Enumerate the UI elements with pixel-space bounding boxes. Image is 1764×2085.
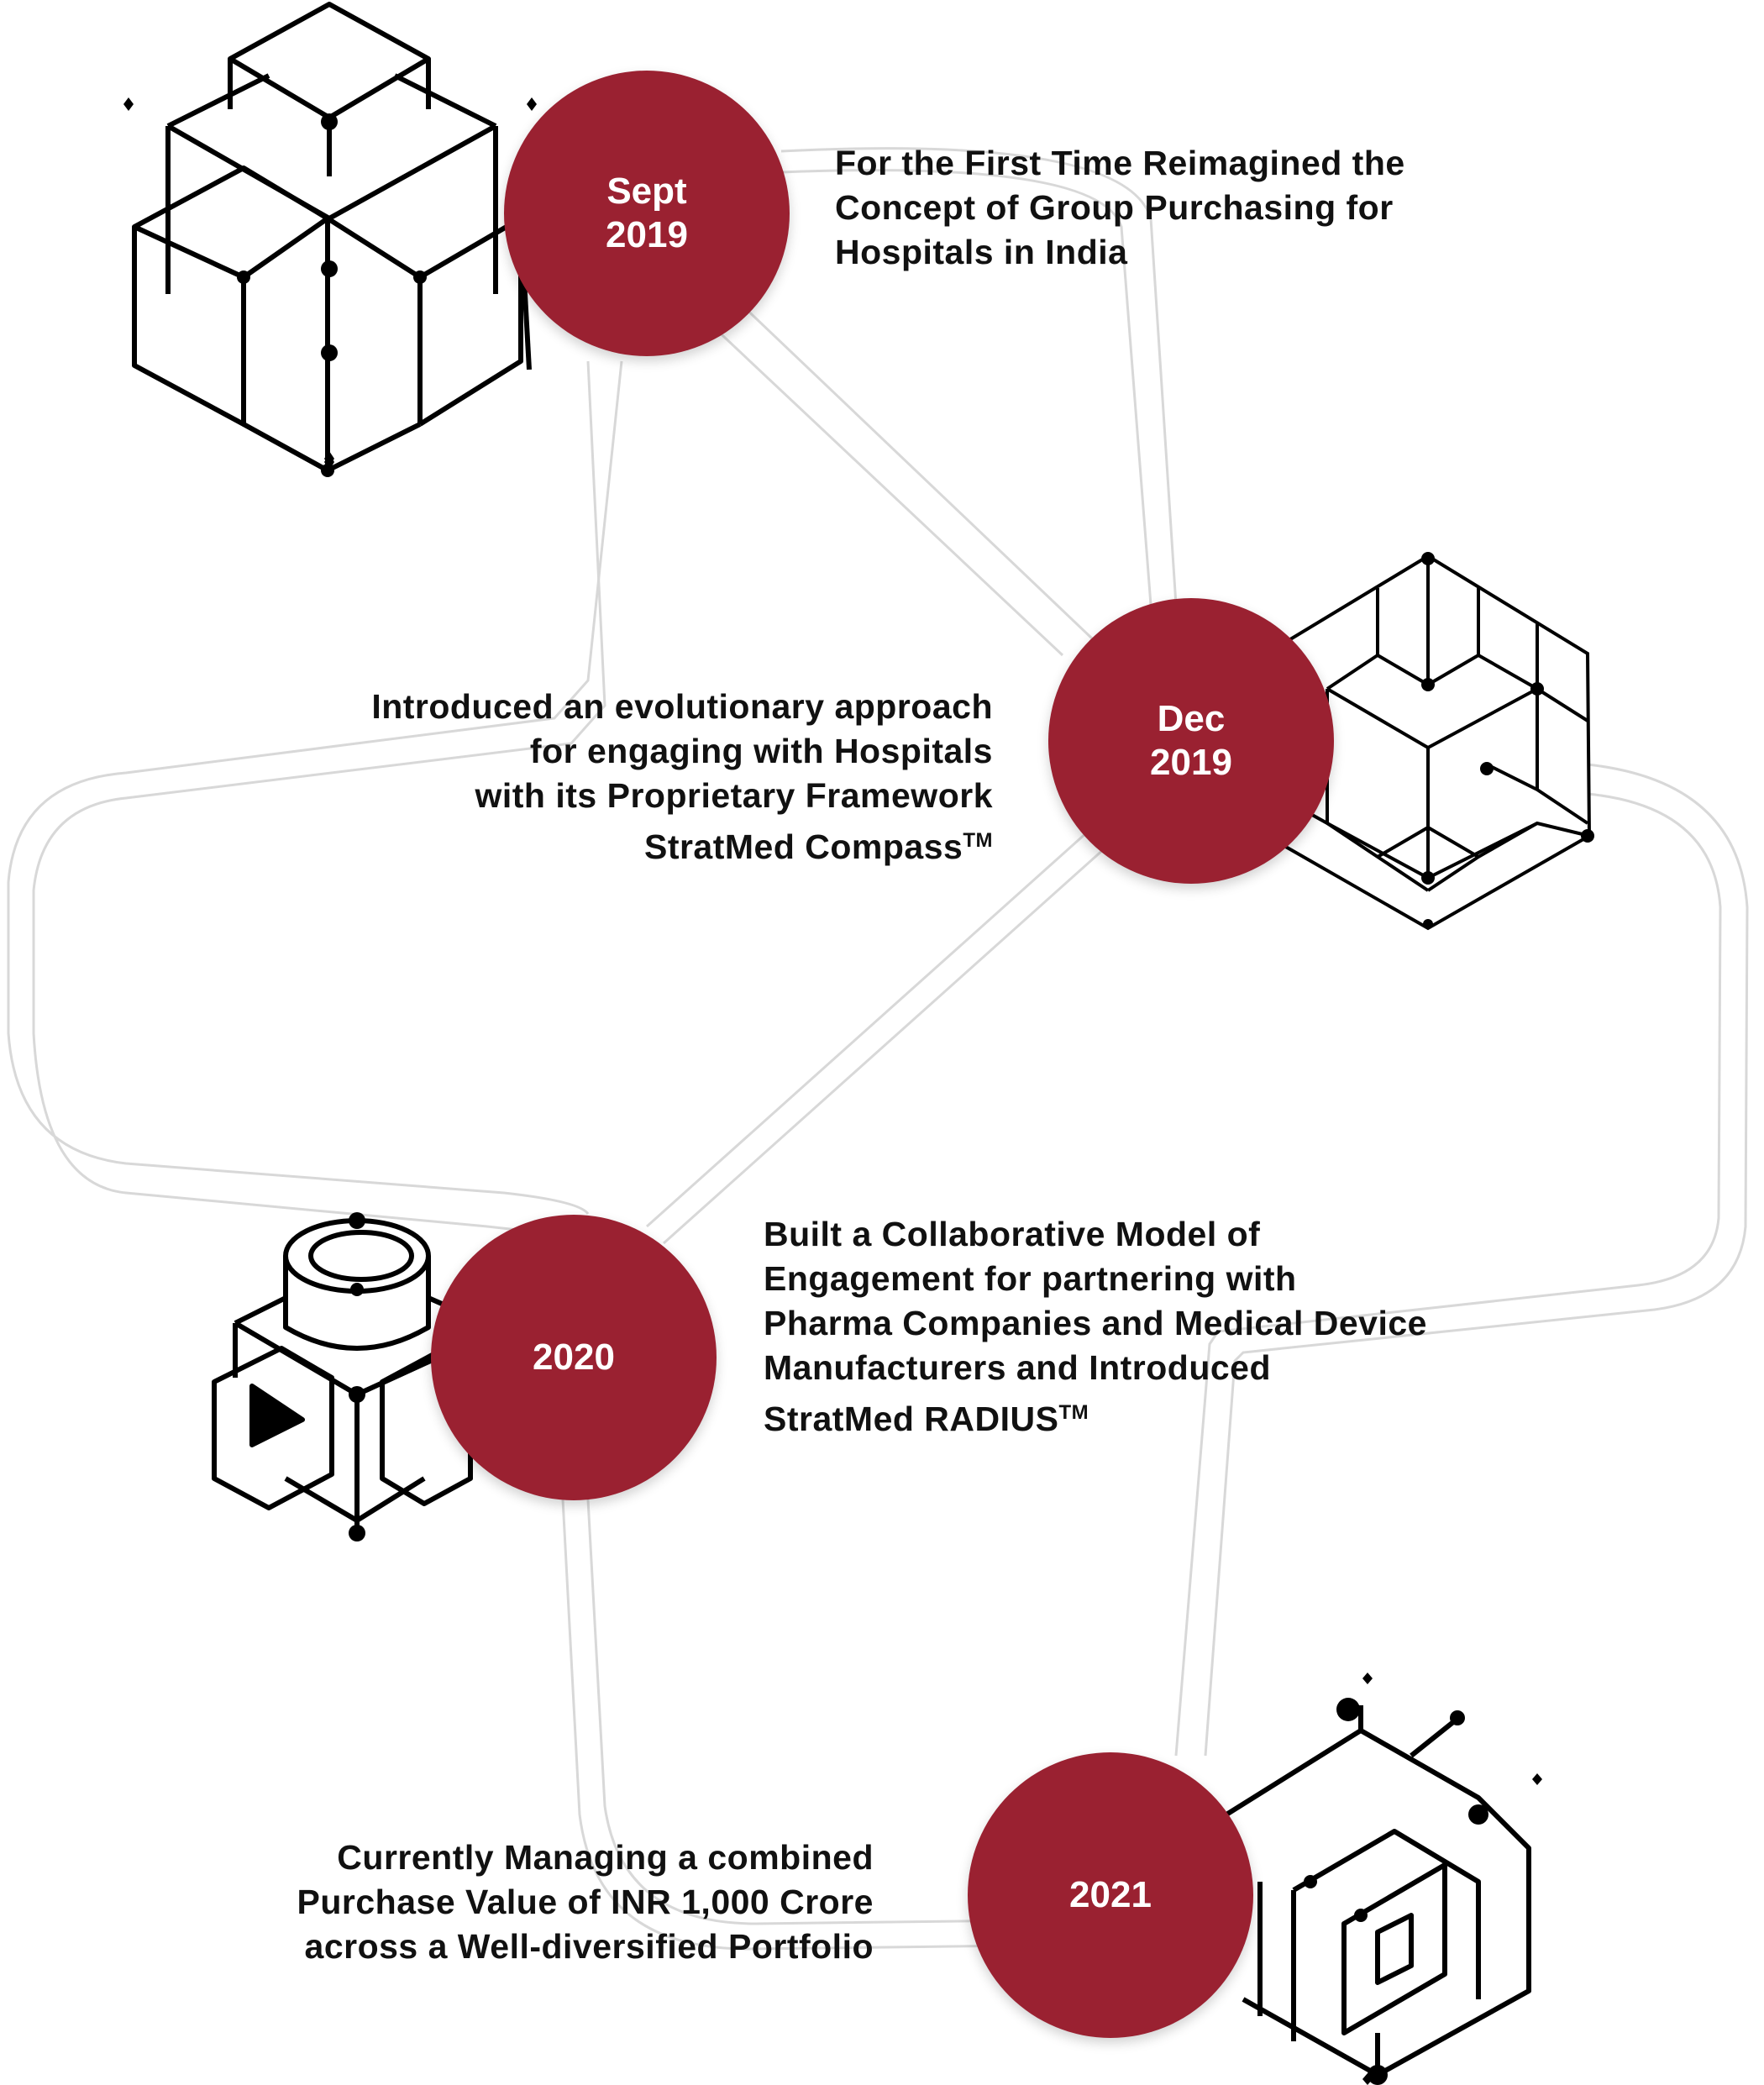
date-year: 2019 (1150, 742, 1232, 783)
milestone-date-badge-dec-2019: Dec 2019 (1048, 598, 1334, 884)
milestone-date-badge-2021: 2021 (968, 1752, 1253, 2038)
date-month: Dec (1157, 698, 1226, 739)
product-name: StratMed Compass (643, 827, 963, 866)
description-line: Hospitals in India (835, 233, 1128, 271)
description-line: across a Well-diversified Portfolio (304, 1927, 874, 1966)
product-name: StratMed RADIUS (764, 1400, 1059, 1438)
milestone-date-badge-sept-2019: Sept 2019 (504, 71, 790, 356)
connector-paths (7, 147, 1749, 1951)
milestone-description-2021: Currently Managing a combined Purchase V… (297, 1836, 874, 1969)
trademark-mark: TM (963, 829, 993, 852)
description-line: with its Proprietary Framework (475, 776, 993, 815)
date-year: 2019 (606, 214, 688, 255)
maze-cube-dots (1304, 1673, 1542, 2085)
description-line: Built a Collaborative Model of (764, 1215, 1261, 1253)
description-line: Pharma Companies and Medical Device (764, 1304, 1427, 1342)
description-line: Purchase Value of INR 1,000 Crore (297, 1883, 874, 1921)
description-line: Introduced an evolutionary approach (371, 687, 993, 726)
description-line: Concept of Group Purchasing for (835, 188, 1394, 227)
stacked-cubes-icon (132, 2, 532, 473)
maze-cube-icon (1225, 1705, 1531, 2077)
trademark-mark: TM (1058, 1401, 1089, 1424)
date-year: 2021 (1069, 1874, 1152, 1915)
outer-loop-path (7, 147, 1749, 1925)
modular-block-dots (349, 1212, 365, 1541)
hexagonal-cube-grid-dots (1421, 552, 1594, 929)
milestone-description-dec-2019: Introduced an evolutionary approach for … (371, 685, 993, 869)
description-line: Manufacturers and Introduced (764, 1348, 1272, 1387)
milestone-date-badge-2020: 2020 (431, 1215, 717, 1500)
milestone-description-sept-2019: For the First Time Reimagined the Concep… (835, 141, 1405, 275)
inner-loop-path (32, 169, 1722, 1951)
description-line: Engagement for partnering with (764, 1259, 1297, 1298)
date-year: 2020 (533, 1337, 615, 1378)
connector-dec-2020 (645, 830, 1106, 1245)
connector-sept-dec (708, 301, 1094, 657)
description-line-last: StratMed CompassTM (371, 818, 993, 869)
description-line: Currently Managing a combined (337, 1838, 874, 1877)
date-month: Sept (606, 171, 687, 212)
description-line: for engaging with Hospitals (529, 732, 993, 770)
description-line-last: StratMed RADIUSTM (764, 1390, 1427, 1442)
description-line: For the First Time Reimagined the (835, 144, 1405, 182)
stacked-cubes-dots (123, 97, 537, 477)
milestone-description-2020: Built a Collaborative Model of Engagemen… (764, 1212, 1427, 1442)
